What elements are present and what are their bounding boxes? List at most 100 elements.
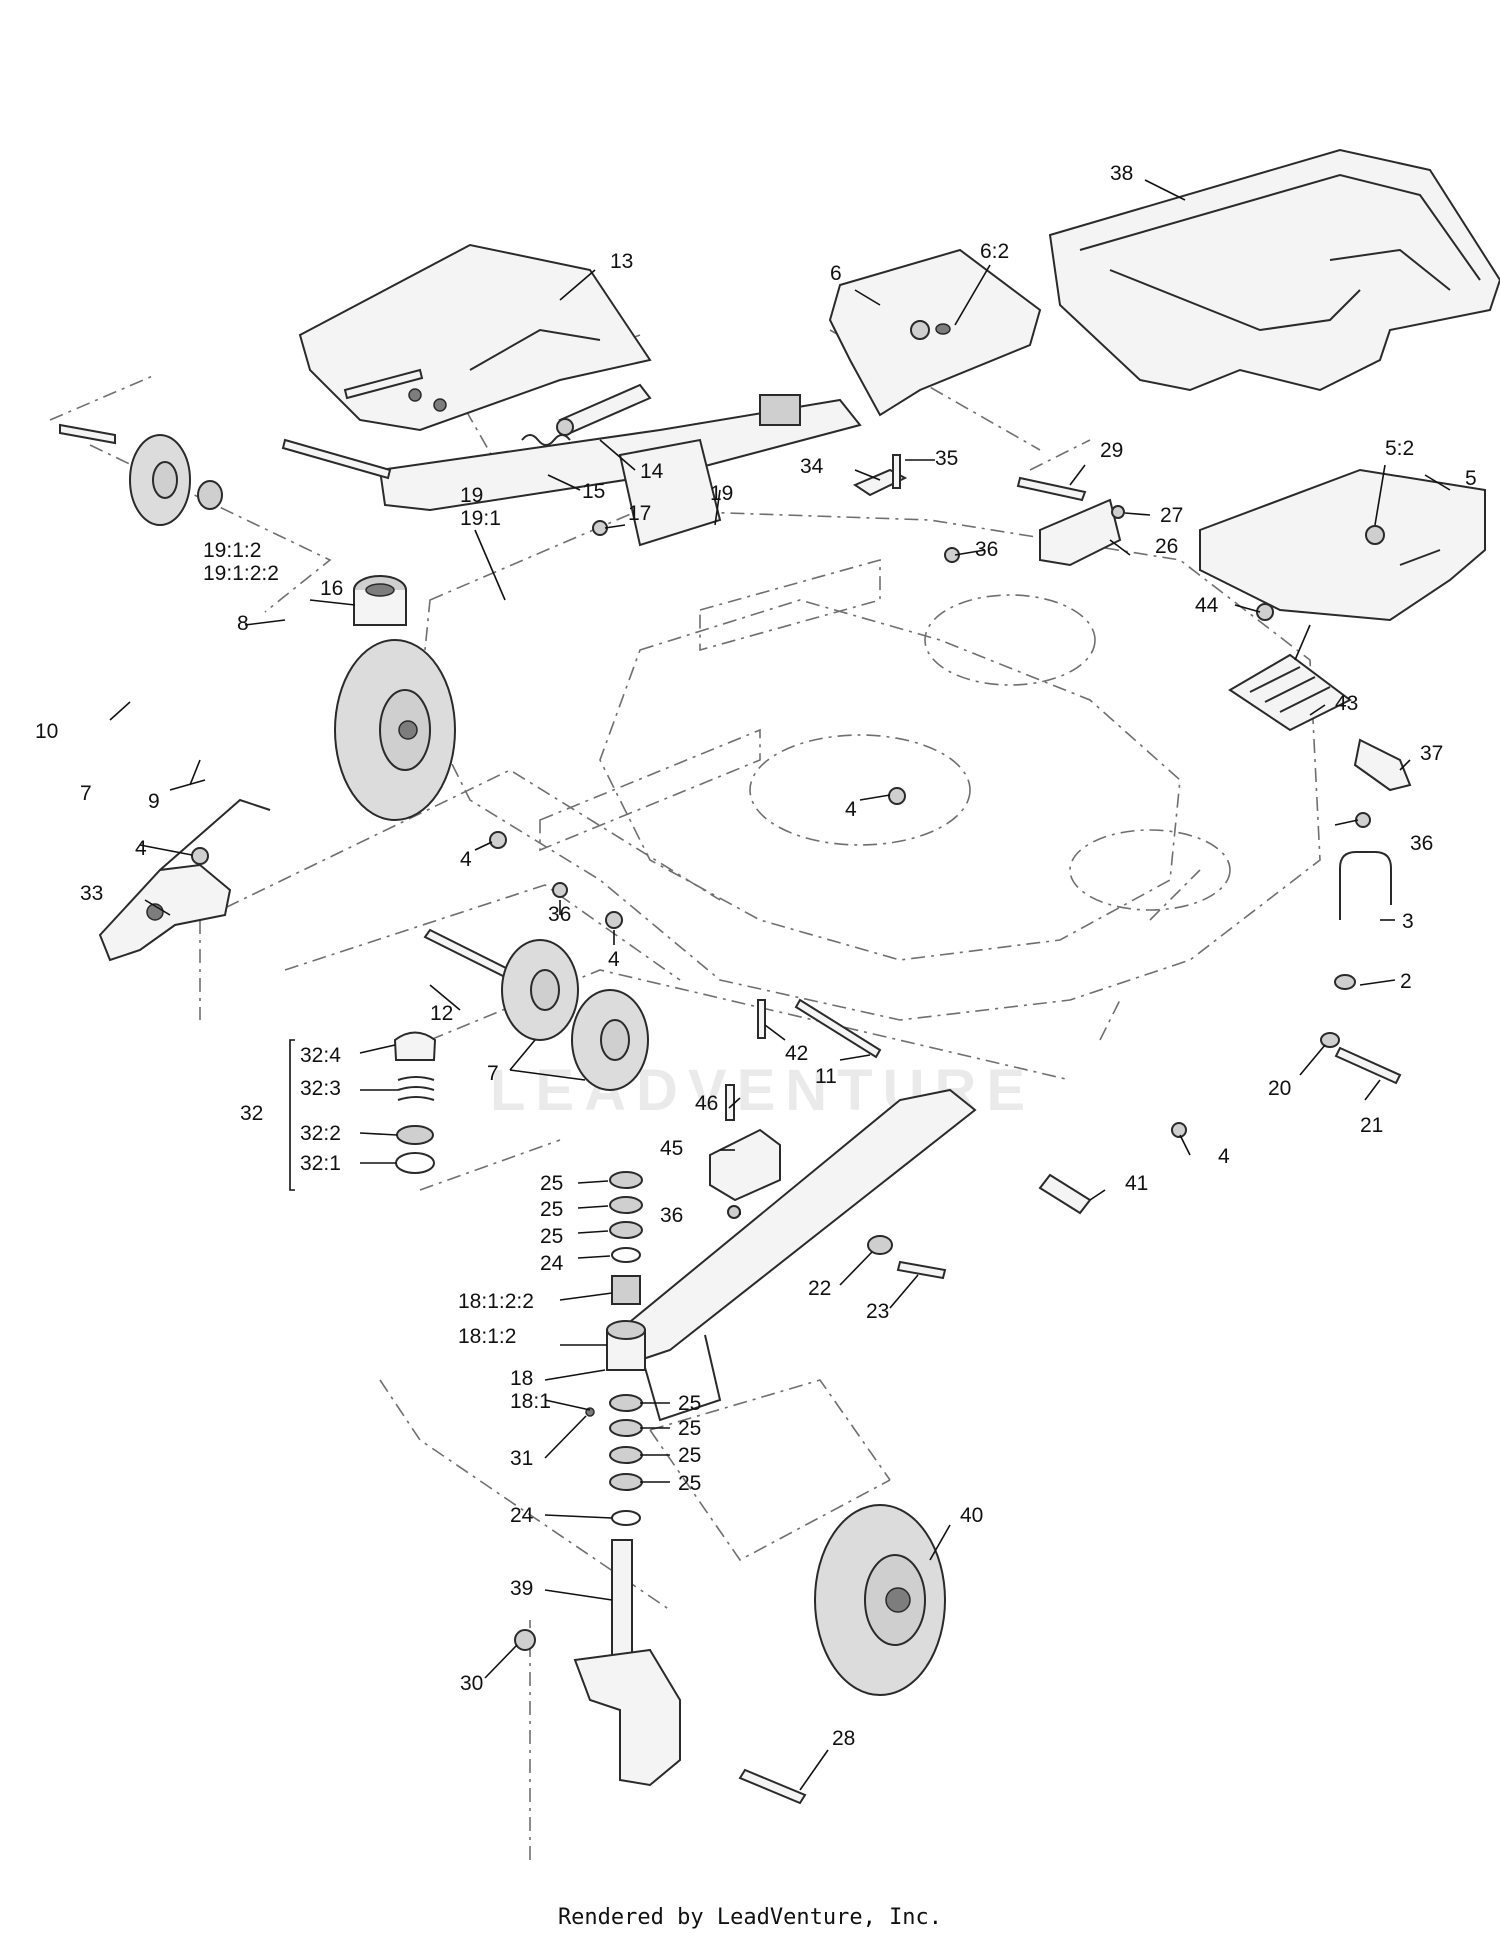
bushing-stack-lower	[609, 1394, 643, 1526]
grate-43	[1228, 653, 1352, 732]
seal-32-2	[396, 1125, 434, 1145]
chute-rod-14	[556, 383, 652, 436]
callout-42: 42	[785, 1042, 808, 1065]
callout-37: 37	[1420, 742, 1443, 765]
callout-13: 13	[610, 250, 633, 273]
callout-4-a: 4	[135, 837, 147, 860]
nut-36-c	[1355, 812, 1371, 828]
pin-29	[1016, 476, 1087, 502]
roller-7-center-a	[501, 939, 579, 1041]
bracket-26	[1039, 498, 1122, 567]
discharge-chute-13	[298, 243, 652, 432]
callout-40: 40	[960, 1504, 983, 1527]
latch-37	[1353, 738, 1412, 792]
callout-36-d: 36	[660, 1204, 683, 1227]
caster-housing-18	[606, 1320, 646, 1371]
bolt-42	[757, 999, 766, 1039]
callout-19-1-2-2: 19:1:2:2	[203, 562, 279, 585]
callout-43: 43	[1335, 692, 1358, 715]
callout-32-3: 32:3	[300, 1077, 341, 1100]
callout-3: 3	[1402, 910, 1414, 933]
axle-bolt-28	[738, 1768, 807, 1805]
callout-9: 9	[148, 790, 160, 813]
callout-36-c: 36	[548, 903, 571, 926]
screw-17	[592, 520, 608, 536]
callout-19-left: 19	[460, 484, 483, 507]
callout-35: 35	[935, 447, 958, 470]
bushing-stack-upper	[609, 1171, 643, 1305]
callout-32-2: 32:2	[300, 1122, 341, 1145]
callout-4-e: 4	[1218, 1145, 1230, 1168]
callout-26: 26	[1155, 535, 1178, 558]
callout-10: 10	[35, 720, 58, 743]
callout-25-d: 25	[678, 1392, 701, 1415]
callout-45: 45	[660, 1137, 683, 1160]
callout-6-2: 6:2	[980, 240, 1009, 263]
cap-32-4	[393, 1031, 437, 1061]
u-pin-3	[1339, 851, 1392, 920]
callout-18: 18	[510, 1367, 533, 1390]
ring-32-1	[395, 1152, 435, 1174]
anti-scalp-wheel-7-left	[334, 639, 456, 821]
callout-12: 12	[430, 1002, 453, 1025]
callout-24-a: 24	[540, 1252, 564, 1275]
caster-yoke-39	[573, 1539, 681, 1787]
washer-20	[1320, 1032, 1340, 1048]
callout-4-c: 4	[845, 798, 857, 821]
callout-34: 34	[800, 455, 824, 478]
cover-5	[1199, 468, 1486, 622]
callout-19-right: 19	[710, 482, 733, 505]
callout-32-4: 32:4	[300, 1044, 341, 1067]
nut-4-a	[191, 847, 209, 865]
spring-32-3	[397, 1076, 435, 1101]
bolt-11	[794, 998, 882, 1059]
washer-2	[1334, 974, 1356, 990]
roller-7-center-b	[571, 989, 649, 1091]
callout-19-1: 19:1	[460, 507, 501, 530]
nut-4-b	[489, 831, 507, 849]
callout-25-g: 25	[678, 1472, 701, 1495]
callout-18-1-2-2: 18:1:2:2	[458, 1290, 534, 1313]
callout-31: 31	[510, 1447, 533, 1470]
callout-33: 33	[80, 882, 103, 905]
callout-7-a: 7	[80, 782, 92, 805]
callout-17: 17	[628, 502, 651, 525]
nut-4-c	[888, 787, 906, 805]
callout-5: 5	[1465, 467, 1477, 490]
group-32-brace	[289, 1039, 295, 1191]
nut-36-d	[727, 1205, 741, 1219]
pivot-pin-41	[1038, 1173, 1092, 1215]
callout-6: 6	[830, 262, 842, 285]
callout-25-b: 25	[540, 1198, 563, 1221]
bolt-8	[281, 438, 392, 480]
callout-25-f: 25	[678, 1444, 701, 1467]
callout-25-c: 25	[540, 1225, 563, 1248]
bracket-45	[709, 1128, 781, 1202]
callout-18-1-2: 18:1:2	[458, 1325, 516, 1348]
callout-18-1: 18:1	[510, 1390, 551, 1413]
callout-32: 32	[240, 1102, 263, 1125]
pivot-tube-19-1	[353, 575, 407, 626]
callout-2: 2	[1400, 970, 1412, 993]
axle-10	[59, 423, 116, 445]
callout-14: 14	[640, 460, 664, 483]
callout-24-b: 24	[510, 1504, 534, 1527]
bolt-46	[725, 1084, 735, 1121]
callout-4-d: 4	[608, 948, 620, 971]
knob-44	[1256, 603, 1274, 621]
callout-19-1-2: 19:1:2	[203, 539, 261, 562]
bolt-23	[896, 1260, 947, 1280]
callout-22: 22	[808, 1277, 831, 1300]
callout-21: 21	[1360, 1114, 1383, 1137]
callout-44: 44	[1195, 594, 1219, 617]
callout-15: 15	[582, 480, 605, 503]
callout-4-b: 4	[460, 848, 472, 871]
leader-lines	[109, 179, 1451, 1791]
roller-7-left	[129, 434, 191, 526]
callout-28: 28	[832, 1727, 855, 1750]
latch-33	[98, 798, 271, 962]
callout-20: 20	[1268, 1077, 1291, 1100]
callout-25-a: 25	[540, 1172, 563, 1195]
nut-4-e	[1171, 1122, 1187, 1138]
spacer-9	[197, 480, 223, 510]
